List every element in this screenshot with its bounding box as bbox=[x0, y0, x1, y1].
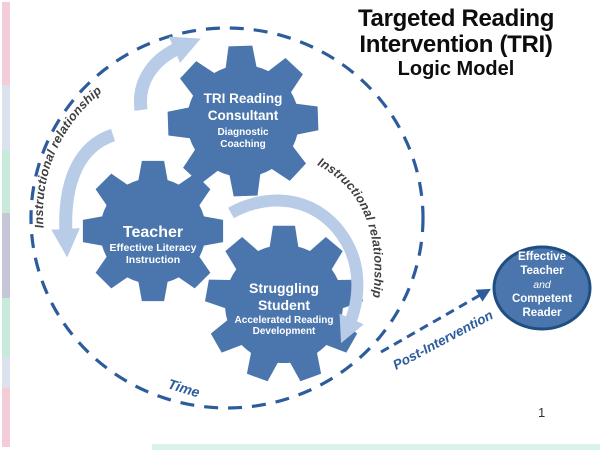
left-strip-segment-pink-bottom bbox=[2, 388, 10, 447]
student-gear-title-line2: Student bbox=[258, 297, 310, 313]
left-strip-segment-lavender-2 bbox=[2, 357, 10, 388]
teacher-gear-subtitle-line2: Instruction bbox=[126, 254, 180, 266]
left-strip-segment-lavender-1 bbox=[2, 85, 10, 150]
slide-title-block: Targeted Reading Intervention (TRI) Logi… bbox=[322, 6, 590, 81]
student-gear-title-line1: Struggling bbox=[249, 280, 319, 296]
slide-title-line1: Targeted Reading bbox=[357, 5, 555, 32]
outcome-line4: Competent bbox=[512, 293, 572, 305]
consultant-gear-title-line1: TRI Reading bbox=[204, 91, 283, 106]
outcome-circle-shape bbox=[492, 245, 592, 331]
time-label: Time bbox=[166, 376, 202, 401]
student-gear-subtitle-line1: Accelerated Reading bbox=[235, 315, 334, 326]
bottom-accent-bar bbox=[152, 444, 600, 450]
outcome-line5: Reader bbox=[523, 307, 563, 319]
teacher-gear-shape bbox=[82, 160, 224, 302]
student-gear-shape bbox=[205, 225, 363, 382]
outcome-line3: and bbox=[533, 279, 552, 291]
outcome-line2: Teacher bbox=[520, 265, 564, 277]
consultant-gear-shape bbox=[167, 45, 319, 197]
student-gear-subtitle-line2: Development bbox=[253, 326, 316, 337]
teacher-gear-title: Teacher bbox=[123, 224, 183, 241]
arrow-teacher-to-consultant-icon bbox=[133, 36, 201, 111]
arrow-around-student-icon bbox=[228, 194, 364, 344]
post-intervention-label: Post-Intervention bbox=[390, 307, 495, 372]
post-intervention-arrow-icon bbox=[380, 288, 491, 354]
left-strip-segment-mint-2 bbox=[2, 298, 10, 357]
slide-subtitle: Logic Model bbox=[397, 58, 515, 80]
cycle-dashed-circle bbox=[29, 26, 425, 410]
page-number: 1 bbox=[538, 405, 546, 420]
teacher-gear-subtitle-line1: Effective Literacy bbox=[110, 242, 197, 254]
left-strip-segment-mint-1 bbox=[2, 150, 10, 213]
consultant-gear-title-line2: Consultant bbox=[208, 108, 279, 123]
arrow-consultant-to-teacher-icon bbox=[51, 128, 116, 258]
consultant-gear-subtitle-line2: Coaching bbox=[220, 139, 266, 150]
left-strip-segment-pink-top bbox=[2, 2, 10, 85]
slide-title-line2: Intervention (TRI) bbox=[359, 31, 553, 58]
consultant-gear-subtitle-line1: Diagnostic bbox=[217, 127, 269, 138]
outcome-line1: Effective bbox=[518, 251, 566, 263]
left-strip-segment-graylavender bbox=[2, 213, 10, 298]
